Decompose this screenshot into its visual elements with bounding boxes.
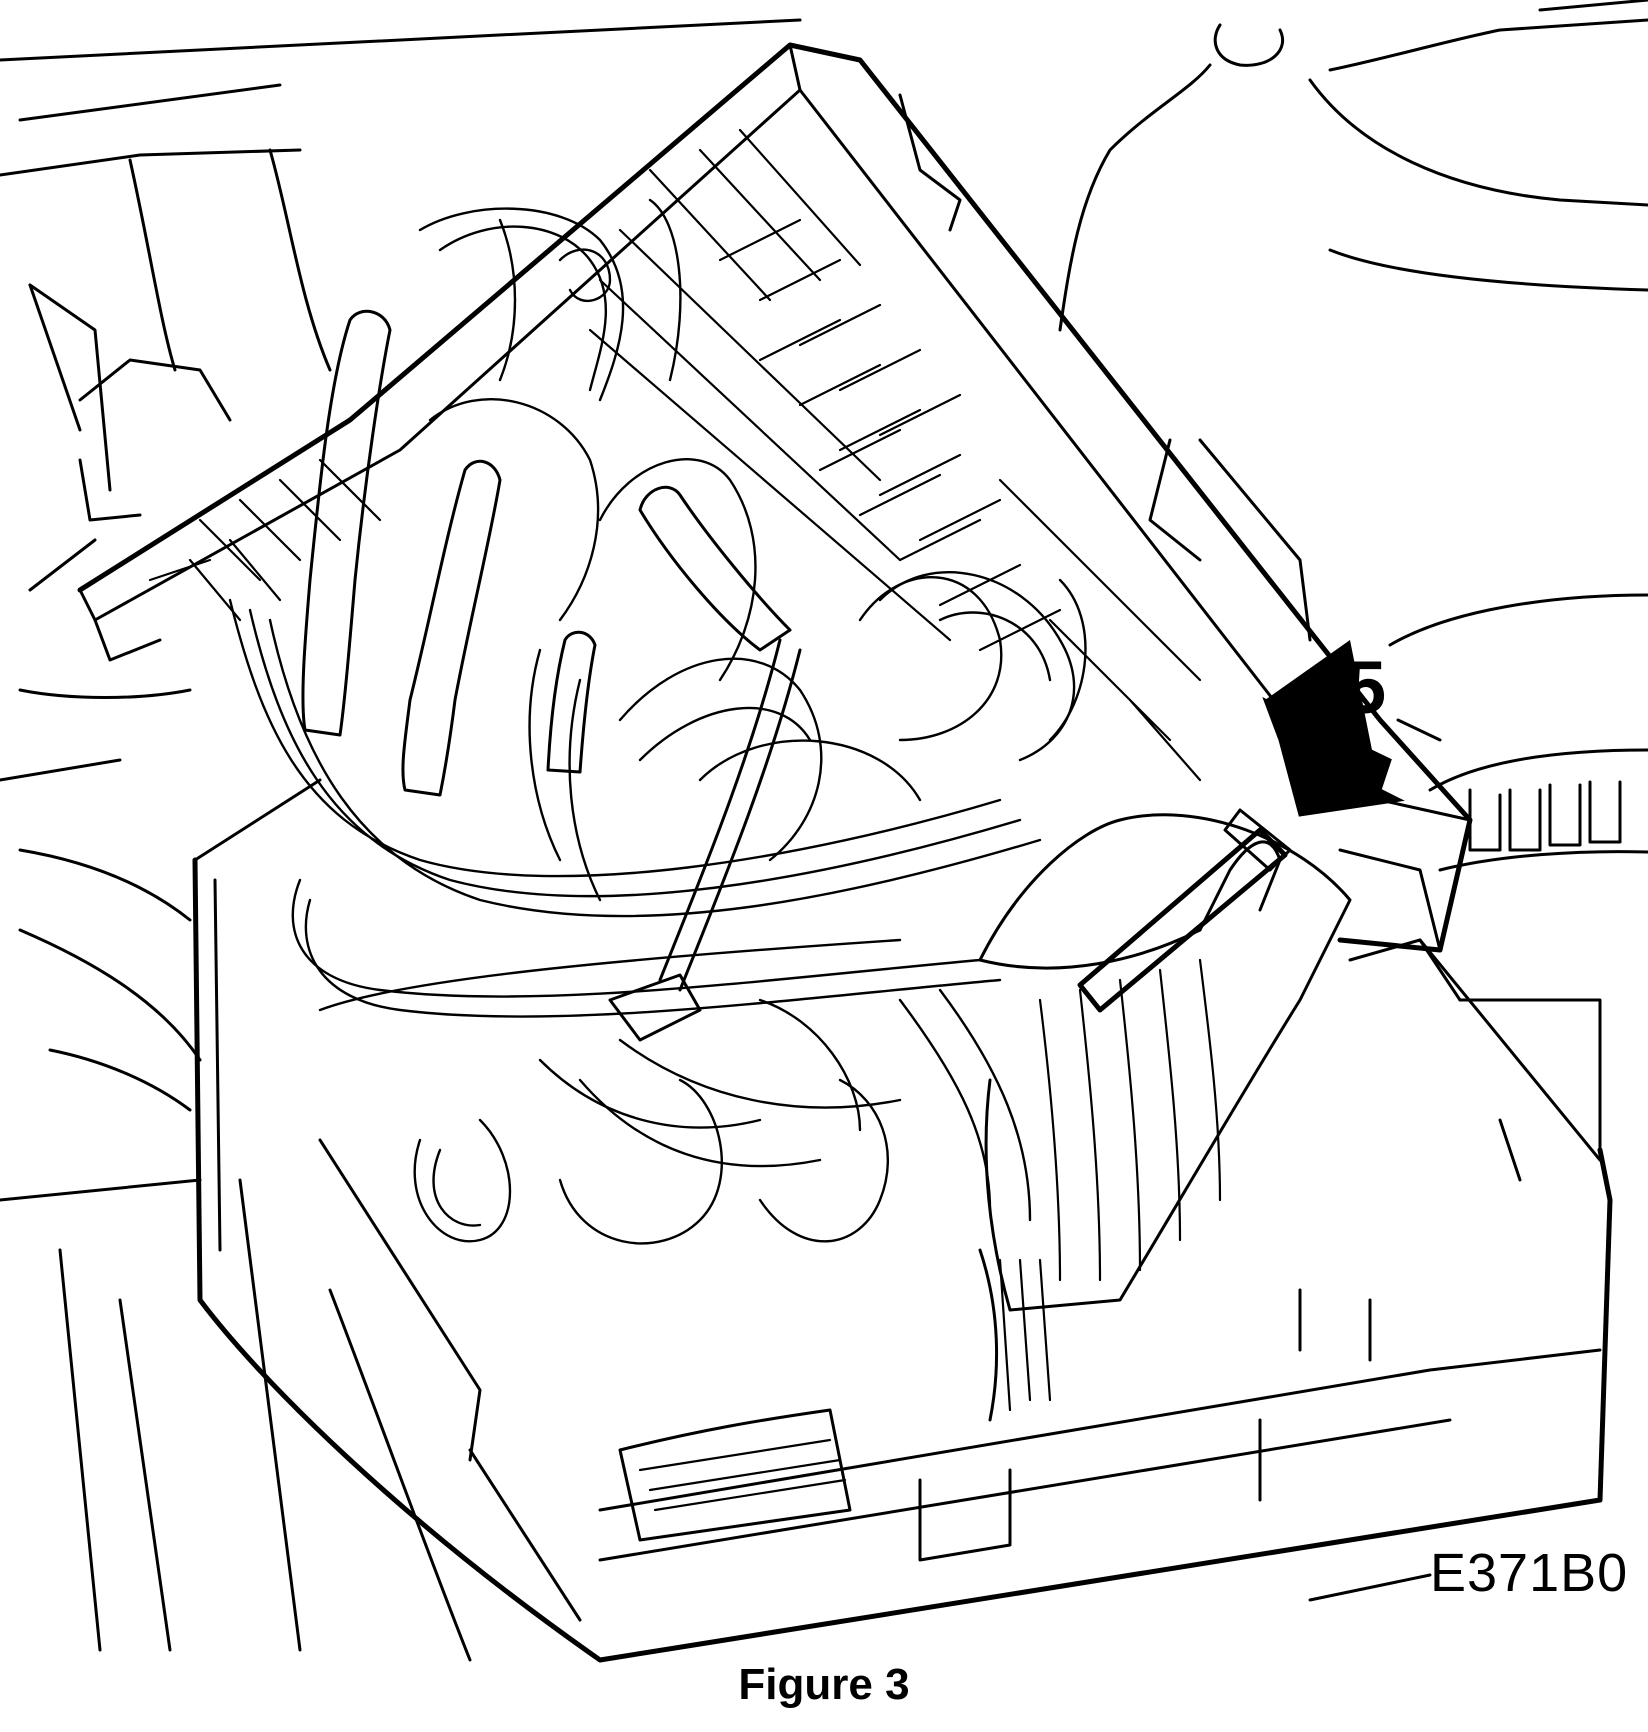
callout-number: 5: [1345, 646, 1387, 729]
lower-harness: [618, 1248, 1052, 1542]
wire-sleeves: [301, 309, 792, 797]
fluid-reservoir: [1058, 0, 1648, 332]
reference-code: E371B0: [1430, 1543, 1629, 1603]
main-harness-bundle: [978, 808, 1352, 1312]
filler-cap: [1388, 593, 1648, 872]
wire-harness: [228, 198, 1087, 1245]
lid-fuse-grid: [148, 128, 1202, 782]
figure-caption: Figure 3: [738, 1660, 910, 1709]
fuse-box-base: [192, 778, 1613, 1663]
fuse-box-lid: [77, 42, 1473, 953]
callout-arrow: [1262, 640, 1442, 817]
reference-leader: [1308, 1573, 1432, 1602]
engine-bay-outline: [0, 18, 802, 1662]
cable-tie-center: [608, 638, 802, 1042]
